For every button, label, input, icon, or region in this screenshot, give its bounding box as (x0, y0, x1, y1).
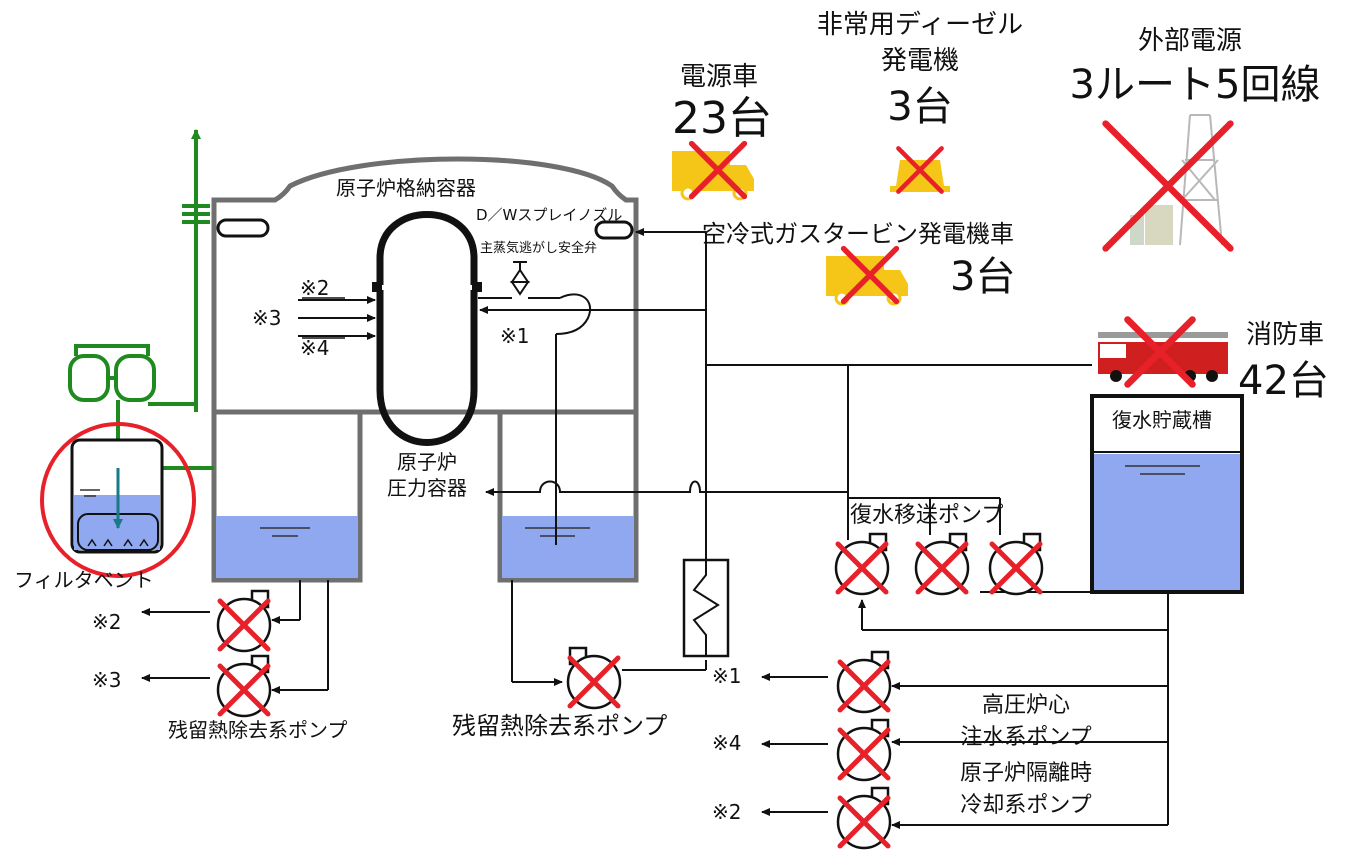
filter-vent-line (68, 129, 214, 510)
rcic-pump (836, 786, 892, 850)
injection-piping (141, 232, 1169, 829)
rpv-label-line2: 圧力容器 (387, 476, 467, 500)
gas-turbine-label: 空冷式ガスタービン発電機車 (702, 220, 1014, 248)
rpv-input-arrows (298, 228, 706, 340)
diesel-count: 3台 (887, 84, 953, 130)
rhr-pump-center (566, 646, 622, 710)
condensate-storage-tank (1090, 394, 1244, 594)
diesel-label-line2: 発電機 (880, 46, 959, 76)
reactor-pressure-vessel (376, 211, 478, 446)
condensate-transfer-pump-2 (914, 532, 970, 596)
mark-m2-rpv: ※2 (300, 276, 330, 300)
external-power-x (1102, 120, 1234, 252)
external-power-routes: 3ルート5回線 (1069, 62, 1321, 108)
heat-exchanger (682, 558, 730, 658)
rhr-pump-center-label: 残留熱除去系ポンプ (452, 712, 668, 740)
safety-valve-label: 主蒸気逃がし安全弁 (480, 241, 598, 256)
mark-m2-right: ※2 (712, 800, 742, 824)
suppression-pool-right (502, 516, 634, 578)
hpcf-pump-2 (836, 718, 892, 782)
fire-truck-label: 消防車 (1246, 320, 1325, 350)
rpv-flange-left (372, 282, 382, 292)
filter-vent-tank (40, 422, 196, 578)
safety-relief-valve-icon (478, 261, 591, 545)
dw-spray-nozzle-right (594, 220, 634, 240)
suppression-pool-left (216, 516, 358, 578)
hpcf-label-line2: 注水系ポンプ (960, 725, 1092, 750)
filter-vent-highlight-circle (40, 422, 196, 578)
external-power-label: 外部電源 (1137, 26, 1242, 56)
rhr-pump-left-label: 残留熱除去系ポンプ (168, 718, 348, 742)
diesel-generator-icon (890, 160, 950, 192)
mark-m1-rpv: ※1 (500, 324, 530, 348)
power-truck-label: 電源車 (680, 62, 759, 92)
condensate-pump-label: 復水移送ポンプ (850, 503, 1004, 528)
mark-m2-left: ※2 (92, 610, 122, 634)
dw-spray-nozzle-left (216, 218, 270, 238)
containment-vessel (211, 156, 639, 583)
rhr-pump-left-upper (216, 589, 272, 653)
fire-truck-count: 42台 (1238, 358, 1329, 404)
rhr-pump-left-lower (216, 654, 272, 718)
gas-turbine-count: 3台 (950, 254, 1016, 300)
power-pylon-icon (1130, 114, 1223, 246)
dw-spray-label: D／Wスプレイノズル (476, 206, 623, 224)
mark-m4-right: ※4 (712, 731, 742, 755)
mark-m3-rpv: ※3 (252, 306, 282, 330)
condensate-transfer-pump-3 (988, 532, 1044, 596)
filter-vent-label: フィルタベント (14, 568, 154, 592)
condensate-transfer-pump-1 (834, 532, 890, 596)
rpv-label-line1: 原子炉 (397, 450, 457, 474)
condensate-tank-label: 復水貯蔵槽 (1112, 408, 1212, 432)
rpv-flange-right (472, 282, 482, 292)
mark-m1-right: ※1 (712, 664, 742, 688)
mark-m3-left: ※3 (92, 668, 122, 692)
rcic-label-line1: 原子炉隔離時 (959, 761, 1092, 786)
hpcf-pump-1 (836, 650, 892, 714)
rcic-label-line2: 冷却系ポンプ (960, 793, 1092, 818)
diesel-label-line1: 非常用ディーゼル (816, 10, 1024, 40)
mark-m4-rpv: ※4 (300, 336, 330, 360)
hpcf-label-line1: 高圧炉心 (981, 693, 1070, 718)
power-truck-count: 23台 (672, 93, 772, 144)
containment-label: 原子炉格納容器 (336, 176, 476, 200)
